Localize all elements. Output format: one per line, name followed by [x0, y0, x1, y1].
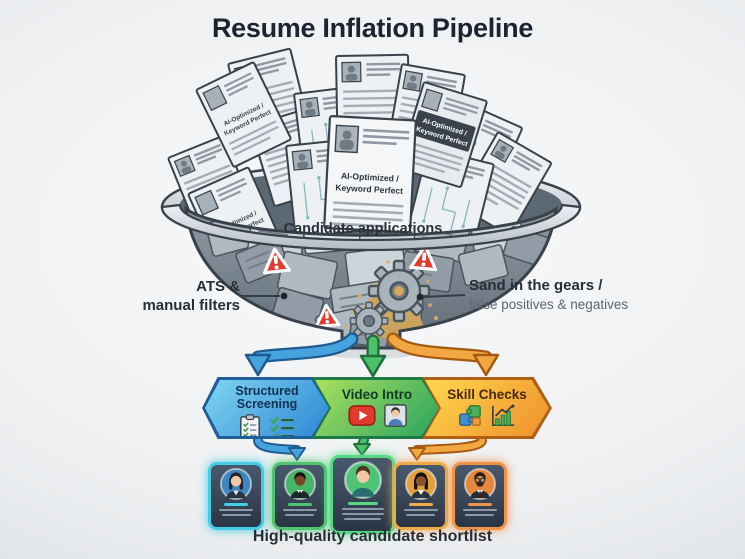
card-accent-bar — [408, 503, 433, 506]
puzzle-pieces-icon — [459, 405, 481, 426]
stage-label: Video Intro — [341, 387, 413, 402]
stage-arrow-orange — [408, 435, 487, 461]
stage-video-intro: Video Intro — [312, 377, 442, 439]
card-accent-bar — [467, 503, 492, 506]
stage-label: Skill Checks — [447, 387, 527, 402]
flow-arrow-blue — [244, 332, 359, 377]
callout-dot — [416, 293, 424, 301]
clipboard-checklist-icon — [240, 414, 260, 436]
card-text-bar — [285, 513, 314, 516]
card-accent-bar — [347, 502, 378, 505]
candidate-avatar-icon — [404, 468, 437, 500]
shortlist-label: High-quality candidate shortlist — [252, 528, 493, 545]
checkmark-list-icon — [270, 416, 294, 436]
candidate-card-featured — [330, 455, 395, 534]
card-text-bar — [341, 512, 384, 515]
card-text-bar — [403, 508, 438, 511]
callout-left-line1: ATS & — [196, 278, 240, 295]
candidate-card — [208, 462, 264, 530]
candidate-card — [272, 462, 327, 530]
candidate-avatar-icon — [283, 468, 316, 500]
resume-document-labeled: AI-Optimized / Keyword Perfect — [397, 81, 488, 188]
card-text-bar — [465, 513, 494, 516]
card-text-bar — [282, 508, 317, 511]
callout-sand-in-gears: Sand in the gears / false positives & ne… — [469, 277, 649, 314]
flow-arrow-orange — [386, 332, 500, 377]
callout-ats-filters: ATS & manual filters — [108, 277, 240, 315]
card-text-bar — [406, 513, 435, 516]
resume-badge-text: AI-Optimized / — [341, 171, 400, 184]
candidate-card — [452, 462, 507, 530]
candidate-avatar-icon — [343, 461, 382, 499]
stage-structured-screening: Structured Screening — [202, 377, 332, 439]
stage-arrow-green — [353, 435, 371, 456]
resume-document-featured: AI-Optimized / Keyword Perfect — [323, 115, 417, 234]
card-accent-bar — [224, 503, 248, 506]
play-button-icon — [347, 405, 376, 426]
card-accent-bar — [287, 503, 312, 506]
callout-left-line2: manual filters — [142, 297, 240, 314]
page-title: Resume Inflation Pipeline — [211, 13, 534, 43]
crumpled-paper — [457, 244, 509, 287]
candidate-card — [393, 462, 448, 530]
candidate-avatar-icon — [220, 468, 252, 500]
funnel-band-label: Candidate applications — [283, 221, 443, 237]
video-person-icon — [383, 404, 407, 427]
callout-dot — [280, 292, 288, 300]
resume-badge-text: Keyword Perfect — [335, 182, 403, 196]
stage-label: Structured Screening — [235, 384, 299, 411]
funnel-rim-band — [160, 203, 582, 252]
card-text-bar — [462, 508, 497, 511]
callout-right-line1: Sand in the gears / — [469, 277, 603, 294]
resume-document-labeled: AI-Optimized / Keyword Perfect — [195, 61, 292, 168]
callout-leader-lines — [240, 294, 466, 298]
candidate-avatar-icon — [463, 468, 496, 500]
card-text-bar — [219, 508, 253, 511]
card-text-bar — [341, 507, 384, 510]
card-text-bar — [344, 517, 381, 520]
stage-skill-checks: Skill Checks — [422, 377, 552, 439]
flow-arrow-green — [359, 334, 387, 378]
callout-right-line2: false positives & negatives — [469, 297, 629, 312]
card-text-bar — [221, 513, 251, 516]
bar-chart-growth-icon — [492, 404, 515, 427]
stage-arrow-blue — [253, 435, 306, 461]
